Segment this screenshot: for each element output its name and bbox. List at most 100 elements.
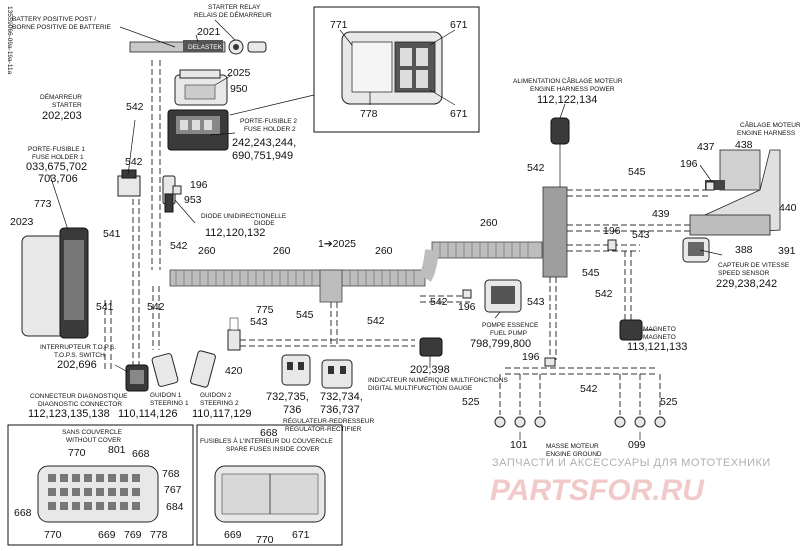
part-196-a: 196 bbox=[190, 179, 208, 191]
part-771: 771 bbox=[330, 19, 348, 31]
part-196-b: 196 bbox=[680, 158, 698, 170]
part-671-c: 671 bbox=[292, 529, 310, 541]
starter-label-1: DÉMARREUR bbox=[40, 92, 82, 101]
part-543-a: 543 bbox=[632, 229, 650, 241]
fuse-holder-2-label-1: PORTE-FUSIBLE 2 bbox=[240, 118, 297, 125]
side-code: 135S9066-09a-19a-11a bbox=[6, 6, 13, 75]
starter-body bbox=[117, 169, 141, 197]
corrugation bbox=[175, 242, 529, 286]
fuse-holder-1-body bbox=[21, 227, 89, 339]
regulator-ref-b1: 732,734, bbox=[320, 391, 363, 403]
without-cover-label-1: SANS COUVERCLE bbox=[62, 429, 123, 436]
steering-2-label-1: GUIDON 2 bbox=[200, 392, 232, 399]
watermark-logo: PARTSFOR.RU bbox=[490, 474, 705, 507]
ground-terminals bbox=[494, 416, 666, 428]
small-196-connectors bbox=[172, 181, 715, 367]
part-775-420 bbox=[227, 317, 241, 351]
engine-ground-label-2: ENGINE GROUND bbox=[546, 451, 602, 458]
part-778-b: 778 bbox=[150, 529, 168, 541]
part-684: 684 bbox=[166, 501, 184, 513]
without-cover-label-2: WITHOUT COVER bbox=[66, 437, 121, 444]
arrow-ref-2025: 1➔2025 bbox=[318, 238, 356, 250]
part-438: 438 bbox=[735, 139, 753, 151]
part-543-b: 543 bbox=[527, 296, 545, 308]
part-542-c: 542 bbox=[170, 240, 188, 252]
magneto-ref: 113,121,133 bbox=[627, 341, 687, 353]
gauge-label-2: DIGITAL MULTIFUNCTION GAUGE bbox=[368, 385, 473, 392]
spare-fuses-box bbox=[196, 424, 343, 546]
part-542-e: 542 bbox=[595, 288, 613, 300]
engine-harness-block bbox=[542, 186, 568, 278]
magneto-label-1: MAGNETO bbox=[643, 326, 676, 333]
part-101: 101 bbox=[510, 439, 528, 451]
steering-1-label-2: STEERING 1 bbox=[150, 400, 189, 407]
part-196-c: 196 bbox=[603, 225, 621, 237]
fuse-holder-2-label-2: FUSE HOLDER 2 bbox=[244, 126, 296, 133]
regulator-ref-a1: 732,735, bbox=[266, 391, 309, 403]
regulator-label-2: REGULATOR-RECTIFIER bbox=[285, 426, 362, 433]
part-542-a: 542 bbox=[126, 101, 144, 113]
part-669-a: 669 bbox=[98, 529, 116, 541]
engine-harness-power-ref: 112,122,134 bbox=[537, 94, 597, 106]
watermark: ЗАПЧАСТИ И АКСЕССУАРЫ ДЛЯ МОТОТЕХНИКИ PA… bbox=[490, 457, 771, 507]
diag-connector-label-1: CONNECTEUR DIAGNOSTIQUE bbox=[30, 393, 128, 400]
engine-harness-label-1: CÂBLAGE MOTEUR bbox=[740, 120, 800, 129]
part-099: 099 bbox=[628, 439, 646, 451]
starter-ref: 202,203 bbox=[42, 110, 82, 122]
fuel-pump-connector bbox=[484, 279, 522, 313]
part-770-b: 770 bbox=[44, 529, 62, 541]
speed-sensor-label-2: SPEED SENSOR bbox=[718, 270, 770, 277]
fuse-holder-1-ref-b: 703,706 bbox=[38, 173, 78, 185]
part-196-e: 196 bbox=[522, 351, 540, 363]
fuse-holder-2-ref-b: 690,751,949 bbox=[232, 150, 293, 162]
part-525-b: 525 bbox=[660, 396, 678, 408]
speed-sensor-label-1: CAPTEUR DE VITESSE bbox=[718, 262, 790, 269]
steering-connectors bbox=[151, 350, 216, 388]
part-801: 801 bbox=[108, 444, 126, 456]
part-542-b: 542 bbox=[125, 156, 143, 168]
regulator-connectors bbox=[281, 354, 353, 389]
without-cover-box bbox=[7, 424, 194, 546]
part-545-c: 545 bbox=[296, 309, 314, 321]
speed-sensor-ref: 229,238,242 bbox=[716, 278, 777, 290]
engine-harness-power-connector bbox=[550, 117, 570, 187]
diode-label-2: DIODE bbox=[254, 220, 275, 227]
part-260-a: 260 bbox=[198, 245, 216, 257]
part-770-a: 770 bbox=[68, 447, 86, 459]
spare-fuses-label-2: SPARE FUSES INSIDE COVER bbox=[226, 446, 320, 453]
regulator-label-1: RÉGULATEUR-REDRESSEUR bbox=[283, 416, 375, 425]
diag-connector-label-2: DIAGNOSTIC CONNECTOR bbox=[38, 401, 122, 408]
gauge-label-1: INDICATEUR NUMÉRIQUE MULTIFONCTIONS bbox=[368, 375, 509, 384]
engine-ground-label-1: MASSE MOTEUR bbox=[546, 443, 599, 450]
starter-label-2: STARTER bbox=[52, 102, 82, 109]
watermark-line-1: ЗАПЧАСТИ И АКСЕССУАРЫ ДЛЯ МОТОТЕХНИКИ bbox=[492, 457, 771, 469]
part-2023: 2023 bbox=[10, 216, 34, 228]
starter-relay-label-1: STARTER RELAY bbox=[208, 4, 261, 11]
fuel-pump-label-1: POMPE ESSENCE bbox=[482, 322, 539, 329]
main-harness-right bbox=[431, 241, 543, 259]
part-2025: 2025 bbox=[227, 67, 251, 79]
part-388: 388 bbox=[735, 244, 753, 256]
part-668-a: 668 bbox=[132, 448, 150, 460]
steering-2-label-2: STEERING 2 bbox=[200, 400, 239, 407]
steering-2-ref: 110,117,129 bbox=[192, 408, 252, 420]
part-2021: 2021 bbox=[197, 26, 221, 38]
diag-connector-ref: 112,123,135,138 bbox=[28, 408, 110, 420]
tops-switch-label-1: INTERRUPTEUR T.O.P.S. bbox=[40, 344, 116, 351]
starter-relay-body bbox=[174, 69, 228, 106]
part-668-b: 668 bbox=[14, 507, 32, 519]
part-668-c: 668 bbox=[260, 427, 278, 439]
part-439: 439 bbox=[652, 208, 670, 220]
diode-label-1: DIODE UNIDIRECTIONELLE bbox=[201, 213, 287, 220]
labels: BATTERY POSITIVE POST / BORNE POSITIVE D… bbox=[10, 4, 800, 546]
part-542-d: 542 bbox=[527, 162, 545, 174]
battery-post-label-2: BORNE POSITIVE DE BATTERIE bbox=[12, 24, 112, 31]
leader-lines bbox=[49, 19, 723, 440]
part-391: 391 bbox=[778, 245, 796, 257]
part-671-a: 671 bbox=[450, 19, 468, 31]
magneto-connector bbox=[619, 319, 643, 341]
battery-post-label-1: BATTERY POSITIVE POST / bbox=[12, 16, 96, 23]
part-770-c: 770 bbox=[256, 534, 274, 546]
part-953: 953 bbox=[184, 194, 202, 206]
